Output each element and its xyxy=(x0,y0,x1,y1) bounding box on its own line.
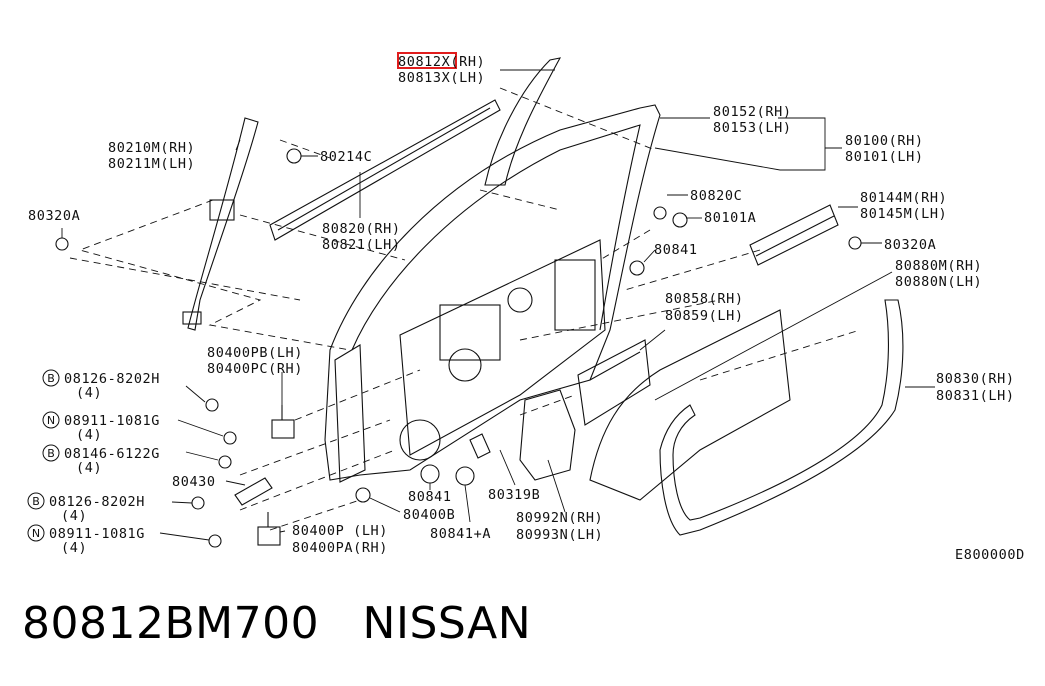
label-80812x[interactable]: 80812X(RH) xyxy=(398,54,485,70)
label-80820[interactable]: 80820(RH) xyxy=(322,221,401,237)
label-80144m[interactable]: 80144M(RH) xyxy=(860,190,947,206)
label-80820c[interactable]: 80820C xyxy=(690,188,742,204)
door-outer-seal-strip xyxy=(269,99,501,241)
label-80400pa[interactable]: 80400PA(RH) xyxy=(292,540,388,556)
sealing-screen xyxy=(589,309,791,501)
label-b1-qty: (4) xyxy=(76,385,102,401)
label-80830[interactable]: 80830(RH) xyxy=(936,371,1015,387)
label-n1-code[interactable]: 08911-1081G xyxy=(64,413,160,429)
highlight-box xyxy=(397,52,457,69)
label-80145m[interactable]: 80145M(LH) xyxy=(860,206,947,222)
circle-marker-n2: N xyxy=(27,524,45,542)
label-80880n[interactable]: 80880N(LH) xyxy=(895,274,982,290)
label-80813x[interactable]: 80813X(LH) xyxy=(398,70,485,86)
label-80841-mid[interactable]: 80841 xyxy=(408,489,452,505)
label-80841a[interactable]: 80841+A xyxy=(430,526,491,542)
inside-handle-escutcheon xyxy=(577,339,651,426)
svg-text:N: N xyxy=(47,414,55,427)
door-stay-bracket xyxy=(749,204,839,266)
label-80831[interactable]: 80831(LH) xyxy=(936,388,1015,404)
svg-text:B: B xyxy=(47,447,55,460)
circle-marker-b2: B xyxy=(42,444,60,462)
label-80101a[interactable]: 80101A xyxy=(704,210,756,226)
label-80320a-right[interactable]: 80320A xyxy=(884,237,936,253)
label-80153[interactable]: 80153(LH) xyxy=(713,120,792,136)
label-b3-qty: (4) xyxy=(61,508,87,524)
label-80152[interactable]: 80152(RH) xyxy=(713,104,792,120)
lower-side-protector xyxy=(519,389,576,481)
label-b2-code[interactable]: 08146-6122G xyxy=(64,446,160,462)
label-80992n[interactable]: 80992N(RH) xyxy=(516,510,603,526)
diagram-code: E800000D xyxy=(955,547,1025,563)
leader-lines xyxy=(61,69,935,541)
label-80214c[interactable]: 80214C xyxy=(320,149,372,165)
label-n2-code[interactable]: 08911-1081G xyxy=(49,526,145,542)
label-80993n[interactable]: 80993N(LH) xyxy=(516,527,603,543)
label-b2-qty: (4) xyxy=(76,460,102,476)
label-80858[interactable]: 80858(RH) xyxy=(665,291,744,307)
label-n1-qty: (4) xyxy=(76,427,102,443)
front-pillar-garnish xyxy=(182,117,259,331)
circle-marker-n1: N xyxy=(42,411,60,429)
lower-hinge xyxy=(257,512,281,546)
door-check-link xyxy=(234,477,273,506)
label-b3-code[interactable]: 08126-8202H xyxy=(49,494,145,510)
label-80320a-left[interactable]: 80320A xyxy=(28,208,80,224)
part-labels: 80812X(RH) 80813X(LH) 80210M(RH) 80211M(… xyxy=(28,54,1025,563)
door-weatherstrip xyxy=(659,299,904,536)
svg-text:N: N xyxy=(32,527,40,540)
label-80211m[interactable]: 80211M(LH) xyxy=(108,156,195,172)
label-80400pb[interactable]: 80400PB(LH) xyxy=(207,345,303,361)
label-80400p[interactable]: 80400P (LH) xyxy=(292,523,388,539)
label-80430[interactable]: 80430 xyxy=(172,474,216,490)
door-sash-moulding xyxy=(484,57,562,186)
label-n2-qty: (4) xyxy=(61,540,87,556)
part-number-footer: 80812BM700 NISSAN xyxy=(22,598,532,649)
label-80400pc[interactable]: 80400PC(RH) xyxy=(207,361,303,377)
label-80841-top[interactable]: 80841 xyxy=(654,242,698,258)
label-80100[interactable]: 80100(RH) xyxy=(845,133,924,149)
circle-marker-b3: B xyxy=(27,492,45,510)
door-panel xyxy=(324,104,661,483)
label-80400b[interactable]: 80400B xyxy=(403,507,455,523)
label-80880m[interactable]: 80880M(RH) xyxy=(895,258,982,274)
label-80319b[interactable]: 80319B xyxy=(488,487,540,503)
label-80821[interactable]: 80821(LH) xyxy=(322,237,401,253)
svg-text:B: B xyxy=(32,495,40,508)
assembly-guide-lines xyxy=(69,87,861,531)
upper-hinge xyxy=(271,405,295,439)
label-80210m[interactable]: 80210M(RH) xyxy=(108,140,195,156)
label-b1-code[interactable]: 08126-8202H xyxy=(64,371,160,387)
label-80859[interactable]: 80859(LH) xyxy=(665,308,744,324)
circle-marker-b1: B xyxy=(42,369,60,387)
label-80101[interactable]: 80101(LH) xyxy=(845,149,924,165)
svg-text:B: B xyxy=(47,372,55,385)
